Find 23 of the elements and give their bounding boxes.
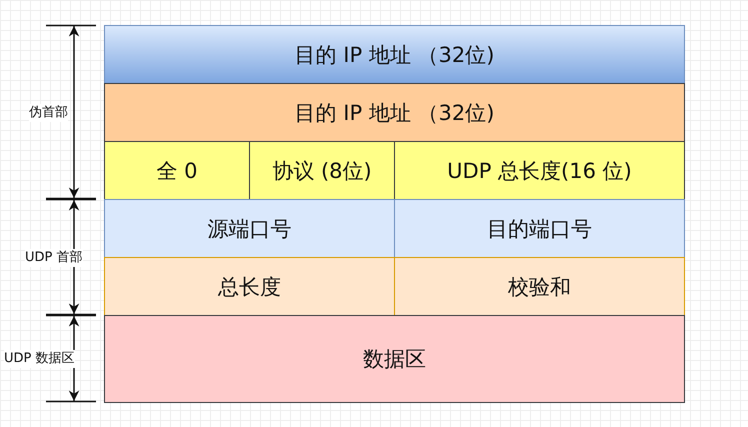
- section-label: UDP 首部: [25, 249, 82, 267]
- field-cell: [104, 83, 685, 142]
- field-cell: [249, 141, 395, 200]
- field-cell: [104, 199, 395, 258]
- field-cell: [104, 315, 685, 403]
- field-name: 源端口号: [208, 216, 292, 242]
- field-name: 全 0: [156, 158, 198, 184]
- section-label: UDP 数据区: [4, 350, 74, 368]
- field-name: 数据区: [363, 346, 426, 373]
- field-cell: [394, 199, 685, 258]
- section-label: 伪首部: [29, 104, 68, 122]
- field-name: 目的 IP 地址 （32位): [294, 42, 494, 68]
- field-cell: [394, 141, 685, 200]
- field-cell: [394, 257, 685, 316]
- field-cell: [104, 141, 250, 200]
- field-name: UDP 总长度(16 位): [447, 158, 632, 184]
- field-name: 校验和: [508, 274, 571, 300]
- field-name: 协议 (8位): [272, 158, 372, 184]
- field-cell: [104, 25, 685, 84]
- field-name: 总长度: [218, 274, 281, 300]
- field-cell: [104, 257, 395, 316]
- field-name: 目的 IP 地址 （32位): [294, 100, 494, 126]
- field-name: 目的端口号: [487, 216, 592, 242]
